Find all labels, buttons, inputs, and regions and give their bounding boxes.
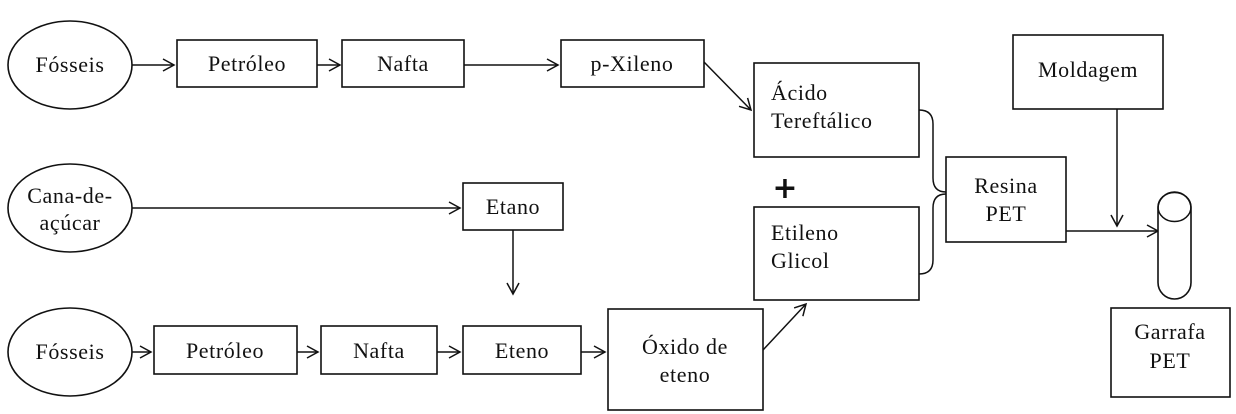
moldagem-node: Moldagem — [1012, 34, 1164, 110]
fosseis-top-node: Fósseis — [7, 20, 133, 110]
etileno-glicol-node: Etileno Glicol — [753, 206, 920, 301]
cana-de-acucar-line-2: açúcar — [40, 210, 101, 235]
cana-de-acucar-node: Cana-de- açúcar — [7, 163, 133, 253]
oxido-de-eteno-line-2: eteno — [660, 362, 711, 387]
petroleo-bottom-node: Petróleo — [153, 325, 298, 375]
fosseis-top-label: Fósseis — [36, 52, 105, 77]
brace-etileno-glicol — [918, 193, 947, 275]
bottle-icon — [1157, 191, 1192, 300]
garrafa-pet-line-1: Garrafa — [1134, 319, 1205, 344]
p-xileno-label: p-Xileno — [590, 51, 673, 76]
etileno-glicol-line-1: Etileno — [771, 220, 839, 245]
brace-acido-tereftalico — [918, 109, 947, 193]
eteno-node: Eteno — [462, 325, 582, 375]
nafta-bottom-node: Nafta — [320, 325, 438, 375]
p-xileno-node: p-Xileno — [560, 39, 705, 88]
fosseis-bottom-label: Fósseis — [36, 339, 105, 364]
petroleo-bottom-label: Petróleo — [186, 338, 264, 363]
petroleo-top-label: Petróleo — [208, 51, 286, 76]
arrow-oxido-etileno — [762, 302, 808, 351]
oxido-de-eteno-node: Óxido de eteno — [607, 308, 764, 411]
acido-tereftalico-line-2: Tereftálico — [771, 108, 873, 133]
etano-node: Etano — [462, 182, 564, 231]
garrafa-pet-line-2: PET — [1150, 348, 1191, 373]
arrow-pxileno-acido — [703, 61, 753, 112]
moldagem-label: Moldagem — [1038, 57, 1138, 82]
cana-de-acucar-line-1: Cana-de- — [27, 183, 112, 208]
acido-tereftalico-node: Ácido Tereftálico — [753, 62, 920, 158]
garrafa-pet-node: Garrafa PET — [1110, 307, 1231, 398]
etileno-glicol-line-2: Glicol — [771, 248, 830, 273]
plus-sign: + — [772, 171, 797, 206]
etano-label: Etano — [486, 194, 540, 219]
resina-pet-line-2: PET — [986, 201, 1027, 226]
nafta-top-label: Nafta — [377, 51, 429, 76]
nafta-top-node: Nafta — [341, 39, 465, 88]
eteno-label: Eteno — [495, 338, 549, 363]
resina-pet-line-1: Resina — [974, 173, 1037, 198]
nafta-bottom-label: Nafta — [353, 338, 405, 363]
resina-pet-node: Resina PET — [945, 156, 1067, 243]
fosseis-bottom-node: Fósseis — [7, 307, 133, 397]
petroleo-top-node: Petróleo — [176, 39, 318, 88]
oxido-de-eteno-line-1: Óxido de — [642, 334, 728, 359]
acido-tereftalico-line-1: Ácido — [771, 80, 828, 105]
